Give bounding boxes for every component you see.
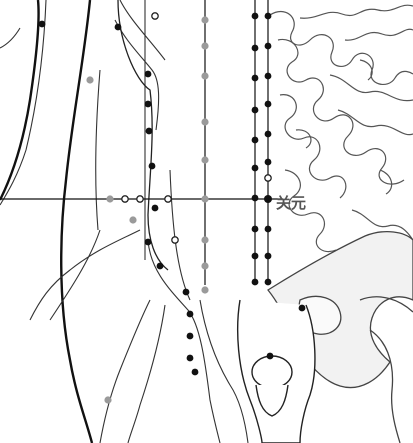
acupoint: [145, 71, 152, 78]
acupoint: [265, 43, 272, 50]
acupoint: [201, 286, 208, 293]
acupoint: [187, 355, 194, 362]
acupoint: [252, 137, 259, 144]
acupoint: [265, 175, 271, 181]
acupoint: [201, 16, 208, 23]
acupoint: [152, 205, 159, 212]
acupoint: [265, 101, 272, 108]
acupoint: [172, 237, 178, 243]
acupoint: [252, 107, 259, 114]
acupoint: [252, 253, 259, 260]
acupoint: [252, 165, 259, 172]
acupoint-label: 关元: [276, 194, 306, 212]
acupoint: [187, 311, 194, 318]
acupoint: [183, 289, 190, 296]
acupoint: [192, 369, 199, 376]
acupoint: [265, 13, 272, 20]
acupoint: [252, 226, 259, 233]
acupoint: [267, 353, 274, 360]
acupoint: [265, 131, 272, 138]
acupoint: [201, 195, 208, 202]
acupoint: [106, 195, 113, 202]
acupoint: [157, 263, 164, 270]
acupoint: [252, 75, 259, 82]
acupoint: [201, 262, 208, 269]
acupoint: [152, 13, 158, 19]
acupoint: [39, 21, 46, 28]
acupoint: [252, 279, 259, 286]
acupoint: [265, 279, 272, 286]
acupoint: [201, 156, 208, 163]
acupoint: [145, 239, 152, 246]
acupoint: [299, 305, 306, 312]
acupoint: [137, 196, 143, 202]
acupoint: [149, 163, 156, 170]
acupoint: [115, 24, 122, 31]
acupoint: [265, 253, 272, 260]
guanyuan-point: [264, 195, 272, 203]
acupoint: [145, 101, 152, 108]
acupoint: [201, 42, 208, 49]
acupoint: [129, 216, 136, 223]
acupoint: [265, 73, 272, 80]
acupoint: [122, 196, 128, 202]
acupoint: [265, 159, 272, 166]
acupoint: [86, 76, 93, 83]
acupoint: [265, 226, 272, 233]
acupoint: [201, 72, 208, 79]
acupoint: [252, 45, 259, 52]
acupoint: [146, 128, 153, 135]
acupoint: [252, 13, 259, 20]
acupoint: [104, 396, 111, 403]
acupoint: [165, 196, 171, 202]
acupoint: [187, 333, 194, 340]
acupoint: [201, 118, 208, 125]
acupoint: [252, 195, 259, 202]
acupoint: [201, 236, 208, 243]
